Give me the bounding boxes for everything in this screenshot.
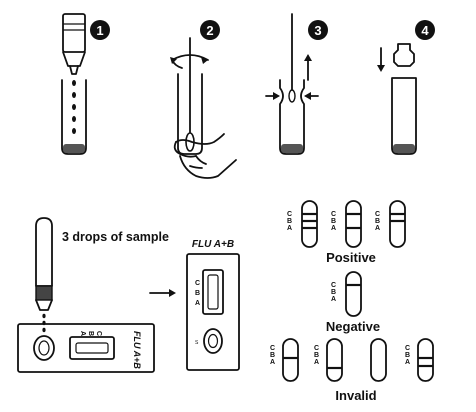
invalid-strip-4: C B A: [405, 338, 434, 382]
step-4-badge: [415, 20, 435, 40]
tube-liquid: [63, 144, 85, 153]
svg-text:B: B: [287, 218, 292, 225]
svg-text:C: C: [287, 211, 292, 218]
swab-tip: [288, 89, 296, 103]
negative-strip: C B A: [331, 271, 362, 317]
result-window: [69, 336, 115, 360]
step-2-illustration: 2: [170, 20, 237, 179]
sample-well: [33, 335, 55, 361]
invalid-strip-1: C B A: [270, 338, 299, 382]
test-cassette-horizontal: [17, 323, 155, 373]
step-2-badge: [200, 20, 220, 40]
step-3-badge: [308, 20, 328, 40]
dropper-tip: [69, 65, 79, 75]
invalid-strips: C B A C B A C B A: [270, 338, 434, 382]
svg-text:B: B: [375, 218, 380, 225]
dropper-cap: [393, 43, 415, 67]
svg-text:A: A: [405, 359, 410, 366]
vial-sample-band: [35, 285, 53, 301]
svg-text:C: C: [314, 345, 319, 352]
vertical-cassette-brand: FLU A+B: [192, 239, 234, 250]
positive-strip-1: C B A: [287, 200, 318, 248]
horizontal-window-letter-a: A: [79, 331, 86, 336]
svg-text:B: B: [331, 218, 336, 225]
step-1-number: 1: [96, 23, 103, 38]
vertical-window-letter-a: A: [195, 300, 200, 307]
invalid-strip-3: [370, 338, 387, 382]
svg-text:A: A: [287, 225, 292, 232]
svg-text:C: C: [405, 345, 410, 352]
svg-text:B: B: [314, 352, 319, 359]
sample-vial: [35, 217, 53, 287]
horizontal-cassette-brand: FLU A+B: [132, 331, 142, 369]
step-1-badge: [90, 20, 110, 40]
invalid-strip-2: C B A: [314, 338, 343, 382]
svg-text:A: A: [314, 359, 319, 366]
svg-text:C: C: [375, 211, 380, 218]
tube-liquid: [393, 144, 415, 153]
dropper-neck: [62, 51, 86, 67]
sample-instruction-label: 3 drops of sample: [62, 230, 169, 244]
sample-application: 3 drops of sample C B A FLU A+B: [17, 217, 169, 373]
svg-text:A: A: [331, 296, 336, 303]
well-letter: S: [195, 340, 199, 346]
sample-well: [203, 328, 223, 354]
positive-strip-2: C B A: [331, 200, 362, 248]
tube-liquid: [281, 144, 303, 153]
hand-outline: [175, 133, 225, 145]
step-4-illustration: 4: [377, 20, 435, 155]
falling-drops: [72, 80, 76, 134]
positive-strips: C B A C B A C B A: [287, 200, 406, 248]
svg-text:A: A: [270, 359, 275, 366]
svg-text:A: A: [331, 225, 336, 232]
svg-text:A: A: [375, 225, 380, 232]
negative-label: Negative: [326, 319, 380, 334]
vial-nozzle: [35, 299, 53, 311]
svg-text:C: C: [331, 211, 336, 218]
positive-label: Positive: [326, 250, 376, 265]
extraction-tube: [391, 77, 417, 155]
vertical-window-letter-c: C: [195, 280, 200, 287]
svg-text:B: B: [405, 352, 410, 359]
step-3-number: 3: [314, 23, 321, 38]
squeeze-arrow-right: [304, 92, 311, 100]
svg-text:B: B: [331, 289, 336, 296]
cassette-body: [186, 253, 240, 371]
step-2-number: 2: [206, 23, 213, 38]
extraction-tube: [61, 79, 87, 155]
svg-text:B: B: [270, 352, 275, 359]
invalid-label: Invalid: [335, 388, 376, 403]
horizontal-window-letter-c: C: [95, 331, 102, 336]
dropper-body: [62, 13, 86, 53]
extraction-tube: [177, 73, 203, 155]
squeeze-arrow-left: [273, 92, 280, 100]
step-1-illustration: 1: [61, 13, 110, 155]
vertical-window-letter-b: B: [195, 290, 200, 297]
svg-text:C: C: [270, 345, 275, 352]
step-3-illustration: 3: [265, 13, 328, 155]
horizontal-window-letter-b: B: [87, 331, 94, 336]
svg-text:C: C: [331, 282, 336, 289]
step-4-number: 4: [421, 23, 429, 38]
test-cassette-vertical: FLU A+B C B A S: [186, 239, 240, 371]
squeezed-tube: [279, 79, 305, 155]
positive-strip-3: C B A: [375, 200, 406, 248]
result-window: [202, 269, 224, 315]
